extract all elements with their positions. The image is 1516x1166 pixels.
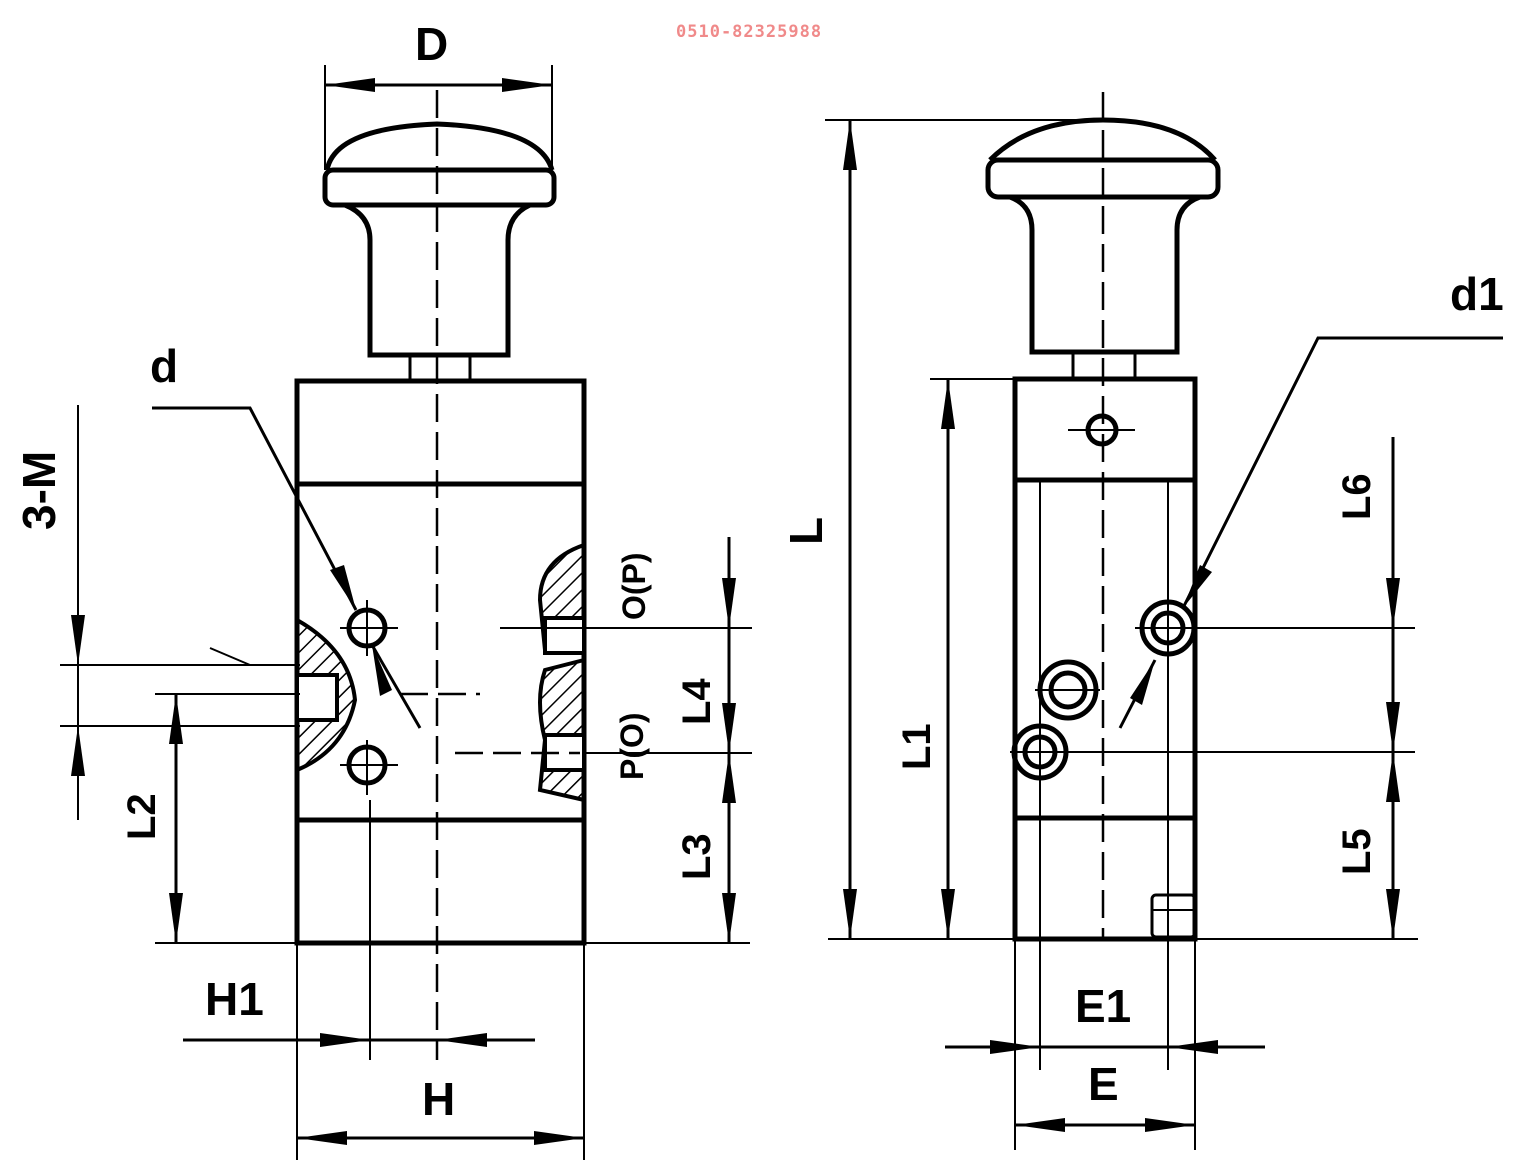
label-E1: E1 (1075, 980, 1131, 1032)
label-port-top: O(P) (616, 552, 652, 620)
front-stem-neck (408, 353, 472, 382)
side-view: L L1 L5 L6 d1 E1 E (780, 92, 1504, 1150)
label-d1: d1 (1450, 268, 1504, 320)
label-E: E (1088, 1058, 1119, 1110)
front-knob-band (322, 167, 557, 208)
label-D: D (415, 18, 448, 70)
label-L5: L5 (1335, 828, 1379, 875)
side-knob-stem (1009, 194, 1201, 355)
side-bottom-plug (1150, 893, 1197, 939)
label-L: L (780, 517, 832, 545)
front-left-port-hole (295, 673, 339, 722)
label-d: d (150, 340, 178, 392)
label-L3: L3 (675, 833, 719, 880)
side-knob-band (985, 157, 1221, 200)
label-H: H (422, 1073, 455, 1125)
front-right-port-hole-top (543, 616, 586, 655)
front-knob-dome (324, 121, 555, 171)
label-L2: L2 (120, 793, 164, 840)
phone-watermark: 0510-82325988 (676, 22, 823, 42)
label-H1: H1 (205, 973, 264, 1025)
label-L1: L1 (895, 723, 939, 770)
label-port-bottom: P(O) (614, 712, 650, 780)
label-L4: L4 (675, 678, 719, 725)
front-right-port-section-bottom (537, 657, 586, 803)
label-3-M: 3-M (13, 451, 65, 530)
front-view: D d 3-M L2 L3 L4 O(P) P(O) H1 H (13, 18, 752, 1160)
label-L6: L6 (1335, 473, 1379, 520)
